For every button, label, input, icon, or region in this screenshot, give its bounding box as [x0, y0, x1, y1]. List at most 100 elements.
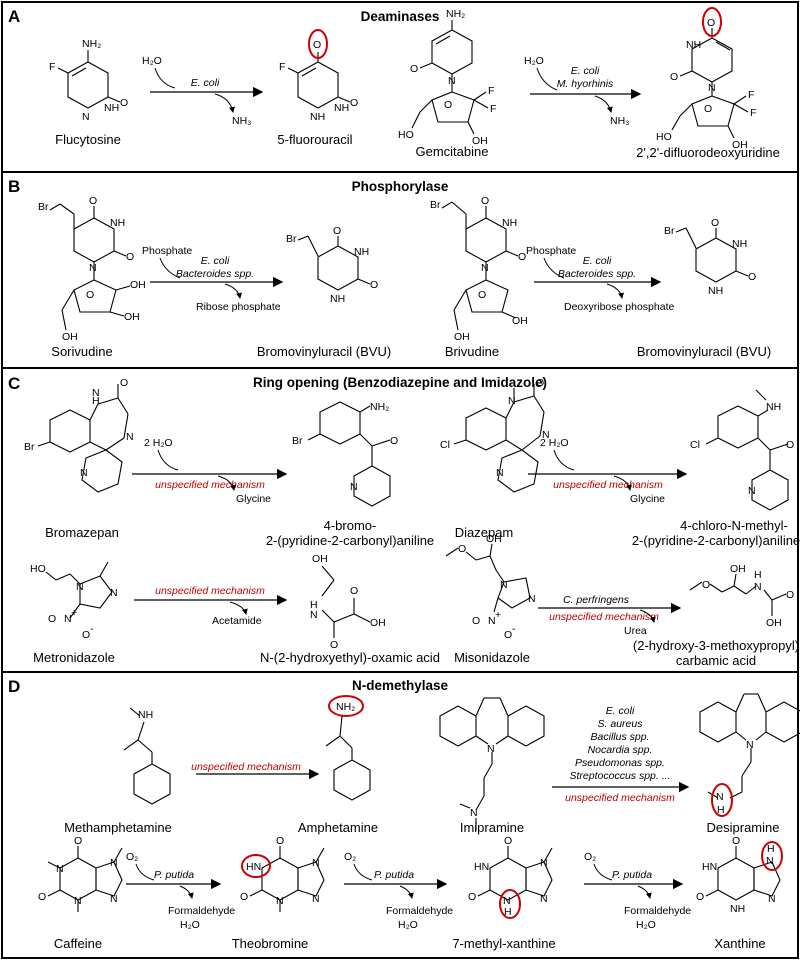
atom-label: N: [768, 893, 776, 905]
atom-label: N: [92, 387, 100, 399]
bvu-label: Bromovinyluracil (BVU): [637, 344, 771, 359]
atom-label: N: [746, 739, 754, 751]
atom-label: NH: [104, 102, 119, 114]
atom-label: H: [767, 843, 775, 855]
atom-label: N: [542, 429, 550, 441]
atom-label: Br: [430, 199, 441, 211]
organism-label: E. coli: [201, 255, 230, 267]
atom-label: NH: [138, 709, 153, 721]
bvu-structure: Br O NH O NH: [286, 225, 378, 305]
atom-label: N: [716, 791, 724, 803]
atom-label: O: [38, 891, 46, 903]
imipramine-structure: N N: [439, 697, 545, 830]
atom-label: N: [126, 431, 134, 443]
atom-label: Br: [24, 441, 35, 453]
atom-label: F: [49, 61, 55, 73]
atom-label: N: [748, 485, 756, 497]
atom-label: N: [766, 855, 774, 867]
byproduct-label: H₂O: [398, 919, 418, 931]
atom-label: O: [711, 217, 719, 229]
organism-label: C. perfringens: [563, 594, 630, 606]
methamphetamine-structure: NH: [123, 707, 171, 805]
atom-label: N: [74, 895, 82, 907]
atom-label: O: [48, 613, 56, 625]
atom-label: OH: [486, 533, 502, 545]
organism-label: Bacteroides spp.: [558, 268, 636, 280]
atom-label: H: [754, 569, 762, 581]
mechanism-label: unspecified mechanism: [155, 479, 265, 491]
atom-label: O: [120, 377, 128, 389]
atom-label: F: [750, 107, 756, 119]
panel-a-letter: A: [8, 7, 20, 26]
methylxanthine-structure: O HN O N H N N: [468, 835, 553, 919]
atom-label: O: [704, 103, 712, 115]
atom-label: N: [276, 895, 284, 907]
organism-label: E. coli: [571, 65, 600, 77]
atom-label: N: [500, 579, 508, 591]
atom-label: -: [90, 623, 94, 635]
atom-label: N: [540, 857, 548, 869]
atom-label: HO: [656, 131, 672, 143]
atom-label: NH₂: [336, 701, 355, 713]
reagent-water: H₂O: [142, 55, 162, 67]
atom-label: O: [350, 585, 358, 597]
atom-label: O: [370, 279, 378, 291]
atom-label: N: [89, 262, 97, 274]
atom-label: O: [444, 99, 452, 111]
atom-label: HO: [398, 129, 414, 141]
diazepam-label: Diazepam: [455, 525, 514, 540]
atom-label: OH: [766, 617, 782, 629]
imipramine-label: Imipramine: [460, 820, 524, 835]
atom-label: OH: [512, 315, 528, 327]
organism-label: Streptococcus spp. ...: [570, 770, 671, 782]
atom-label: H: [310, 599, 318, 611]
atom-label: NH: [334, 102, 349, 114]
atom-label: HN: [702, 861, 717, 873]
atom-label: O: [126, 251, 134, 263]
panel-d-title: N-demethylase: [352, 678, 449, 693]
atom-label: Br: [664, 225, 675, 237]
byproduct-label: Acetamide: [212, 615, 262, 627]
reagent-phosphate: Phosphate: [526, 245, 576, 257]
atom-label: N: [110, 893, 118, 905]
bromo-aniline-label-1: 4-bromo-: [324, 518, 377, 533]
byproduct-label: Urea: [624, 625, 647, 637]
atom-label: N: [488, 615, 496, 627]
atom-label: N: [310, 609, 318, 621]
atom-label: N: [110, 857, 118, 869]
mechanism-label: unspecified mechanism: [155, 585, 265, 597]
chloro-aniline-label-1: 4-chloro-N-methyl-: [680, 518, 788, 533]
atom-label: N: [540, 893, 548, 905]
misonidazole-label: Misonidazole: [454, 650, 530, 665]
desipramine-structure: N N H: [699, 693, 800, 817]
atom-label: O: [276, 835, 284, 847]
byproduct-label: Glycine: [236, 493, 271, 505]
atom-label: OH: [312, 553, 328, 565]
atom-label: HN: [246, 861, 261, 873]
atom-label: N: [754, 581, 762, 593]
theobromine-label: Theobromine: [232, 936, 309, 951]
atom-label: O: [333, 225, 341, 237]
atom-label: NH: [730, 903, 745, 915]
amphetamine-structure: NH₂: [325, 695, 371, 801]
reagent-oxygen: O₂: [584, 851, 596, 863]
reagent-water: 2 H₂O: [144, 437, 173, 449]
byproduct-label: H₂O: [636, 919, 656, 931]
atom-label: O: [536, 377, 544, 389]
organism-label: Pseudomonas spp.: [575, 757, 665, 769]
atom-label: N: [487, 743, 495, 755]
atom-label: NH₂: [370, 401, 389, 413]
atom-label: N: [448, 75, 456, 87]
atom-label: N: [80, 467, 88, 479]
reagent-water: H₂O: [524, 55, 544, 67]
panel-b-title: Phosphorylase: [352, 179, 449, 194]
atom-label: O: [707, 17, 715, 29]
fluorouracil-structure: O F O NH NH: [279, 29, 358, 123]
panel-d-frame: [1, 671, 799, 959]
atom-label: +: [71, 607, 77, 619]
atom-label: O: [410, 63, 418, 75]
atom-label: NH: [686, 39, 701, 51]
atom-label: NH: [732, 238, 747, 250]
atom-label: O: [518, 251, 526, 263]
byproduct-label: Formaldehyde: [386, 905, 453, 917]
